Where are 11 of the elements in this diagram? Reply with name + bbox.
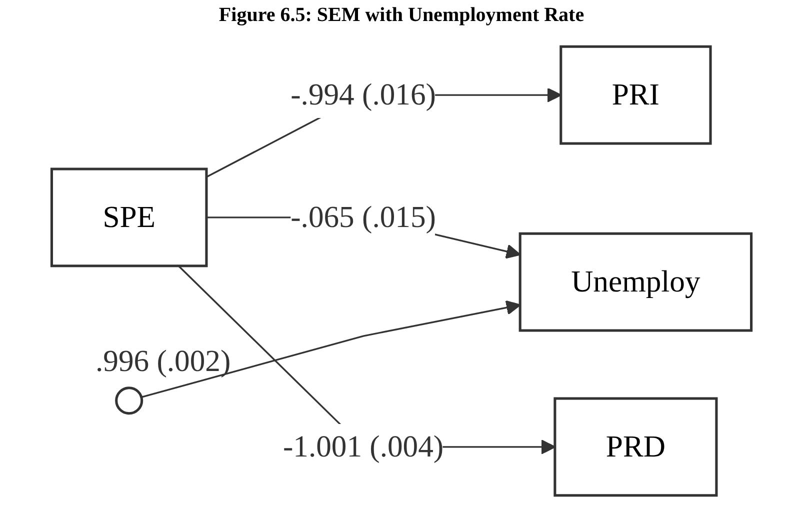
node-box: SPE — [50, 168, 208, 268]
edge-label: -.065 (.015) — [290, 200, 436, 234]
node-box: PRD — [554, 397, 718, 497]
node-circle — [115, 386, 144, 415]
edge-label: -.994 (.016) — [290, 77, 436, 112]
arrow — [141, 300, 521, 398]
edge-label: -1.001 (.004) — [282, 429, 444, 464]
coefficient-label: .996 (.002) — [96, 344, 231, 378]
figure-title: Figure 6.5: SEM with Unemployment Rate — [218, 4, 586, 27]
node-box: Unemploy — [518, 232, 753, 332]
node-box: PRI — [560, 45, 712, 145]
